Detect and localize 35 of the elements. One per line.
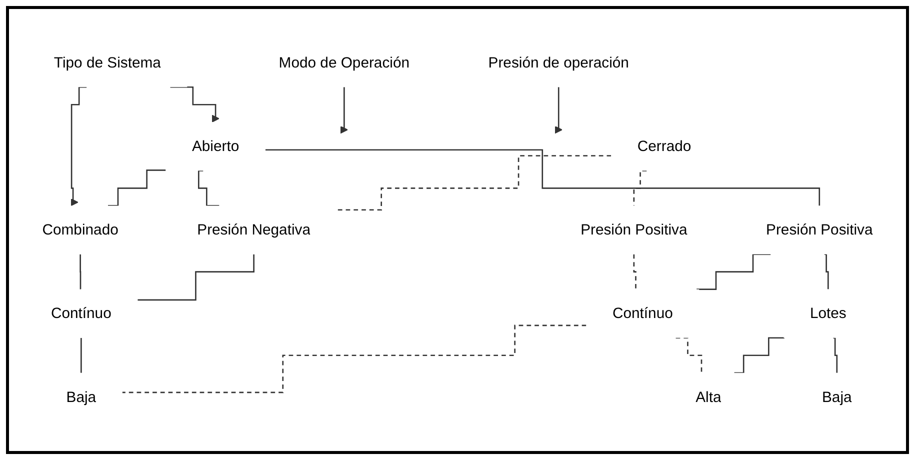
connector bbox=[198, 170, 220, 206]
node-text: Contínuo bbox=[612, 305, 673, 322]
connector bbox=[633, 254, 638, 290]
node-text: Baja bbox=[822, 388, 852, 406]
connector bbox=[138, 254, 254, 301]
connector bbox=[833, 337, 838, 374]
connector bbox=[734, 337, 784, 374]
connector bbox=[336, 155, 612, 211]
arrow bbox=[340, 86, 348, 134]
node-text: Presión Positiva bbox=[580, 221, 688, 238]
diagram-frame: Tipo de Sistema Abierto Cerrado Combinado Presión Negativa Presión Positiva Presión Positiva Modo de Operación Contínuo Contínuo Lotes Presión de operación Baja Alta Baja bbox=[6, 6, 909, 454]
node-text: Presión Negativa bbox=[197, 221, 310, 238]
connector bbox=[676, 337, 704, 374]
connector bbox=[80, 254, 82, 290]
node-text: Cerrado bbox=[637, 138, 692, 155]
node-text: Alta bbox=[696, 388, 722, 406]
connector bbox=[633, 170, 647, 206]
node-text: Combinado bbox=[42, 221, 118, 238]
node-text: Abierto bbox=[192, 138, 240, 155]
connector bbox=[80, 337, 82, 374]
node-text: Tipo de Sistema bbox=[54, 54, 161, 71]
connector bbox=[696, 254, 771, 290]
arrow bbox=[170, 86, 220, 122]
connector bbox=[265, 149, 820, 206]
node-text: Presión Positiva bbox=[766, 221, 873, 238]
node-text: Contínuo bbox=[50, 305, 112, 322]
node-text: Presión de operación bbox=[488, 54, 629, 71]
arrow bbox=[70, 86, 87, 206]
connector bbox=[824, 254, 829, 290]
node-text: Lotes bbox=[810, 305, 846, 322]
connector bbox=[122, 324, 586, 394]
node-text: Modo de Operación bbox=[278, 54, 410, 71]
arrow bbox=[554, 86, 562, 134]
node-text: Baja bbox=[66, 388, 96, 406]
connector bbox=[108, 170, 166, 206]
